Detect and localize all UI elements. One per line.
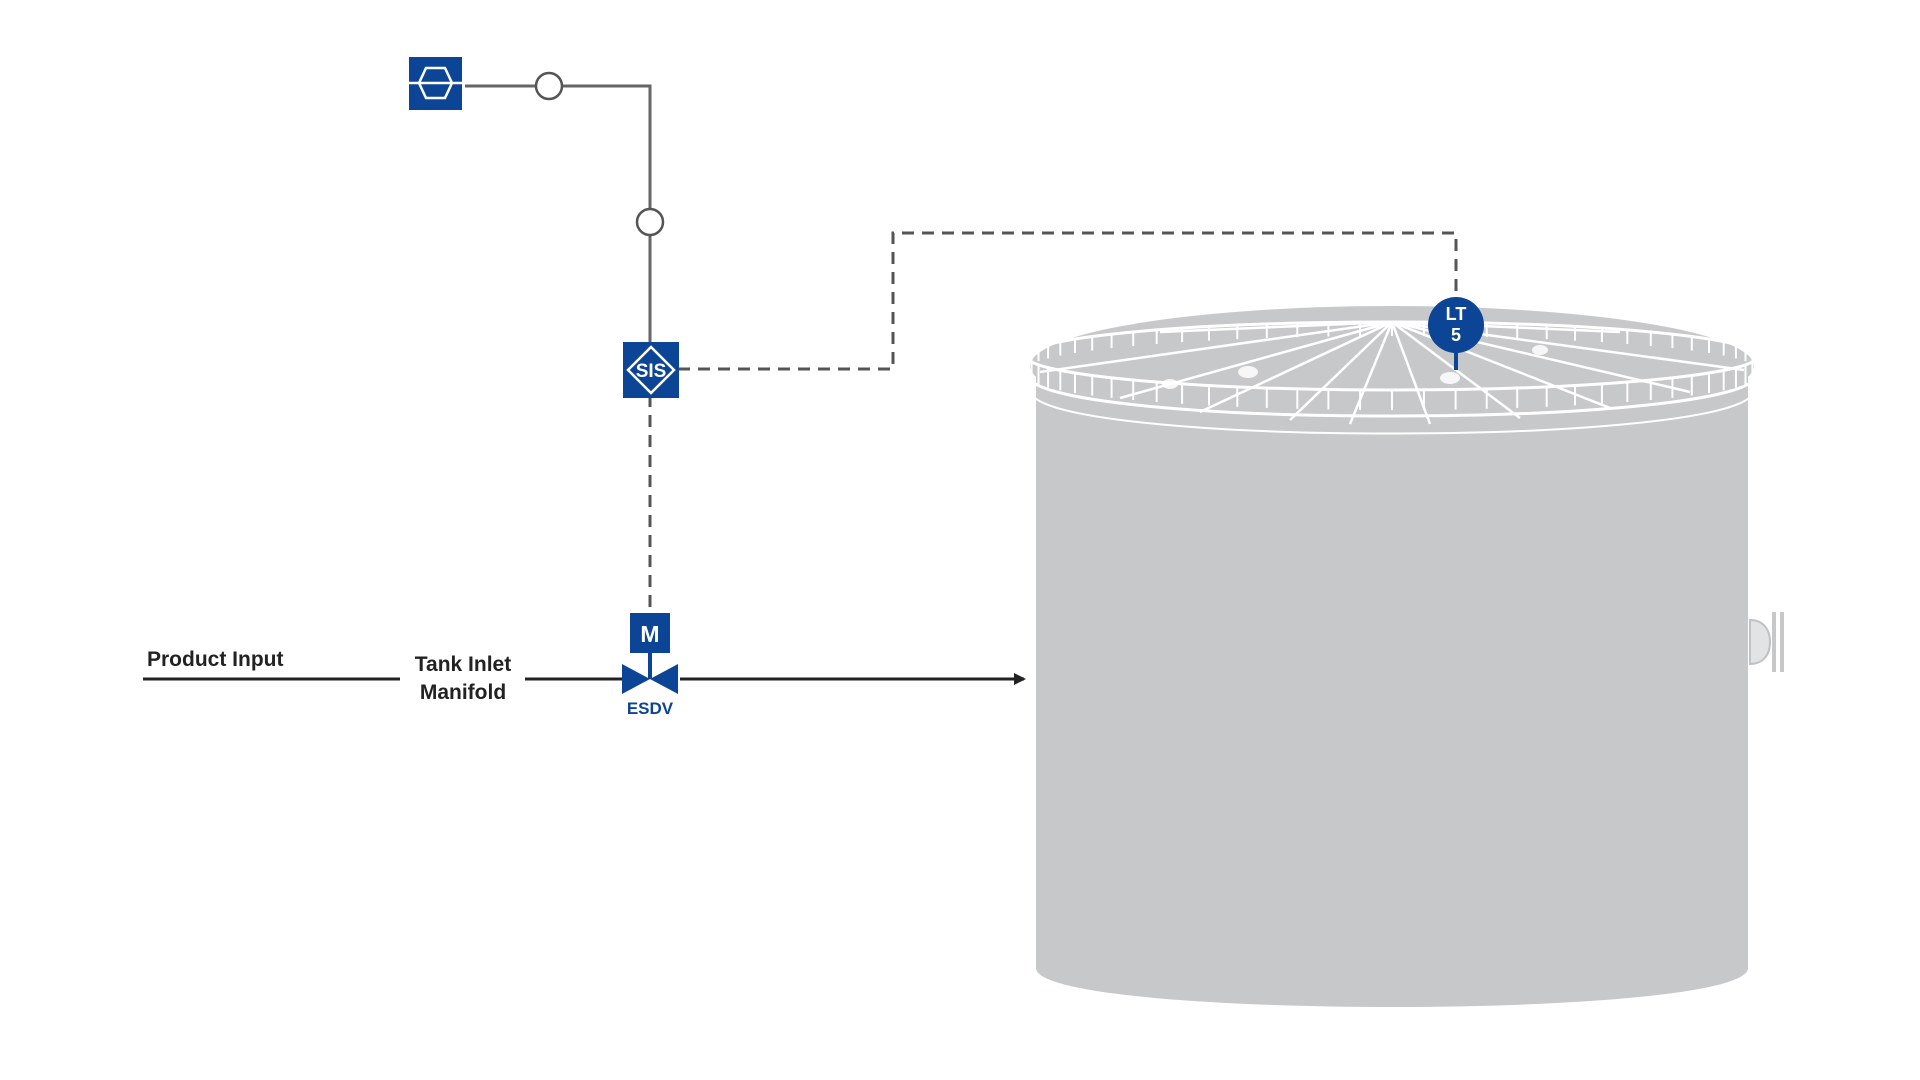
product-input-label: Product Input [147, 648, 283, 671]
handrail-lower [1025, 373, 1759, 418]
tank-roof [1030, 306, 1754, 426]
sis-label: SIS [636, 361, 667, 382]
level-transmitter: LT 5 [1428, 297, 1484, 370]
junction-circle-1 [534, 71, 564, 101]
junction-circle-2 [635, 207, 665, 237]
handrail-base [1029, 389, 1755, 435]
motor-actuator [630, 613, 670, 653]
esdv-valve: M [622, 613, 678, 694]
esdv-label: ESDV [627, 699, 674, 718]
lt-tag-line1: LT [1446, 304, 1467, 324]
side-nozzle [1749, 612, 1784, 672]
tank-body [1036, 362, 1748, 1007]
storage-tank [1024, 306, 1784, 1007]
dashed-signal-sis-to-lt [678, 231, 1458, 371]
motor-label: M [640, 621, 659, 647]
sis-block: SIS [623, 342, 679, 398]
lt-tag-line2: 5 [1451, 325, 1461, 345]
operator-station-icon [409, 57, 462, 110]
signal-line-upper [465, 84, 652, 370]
handrail-posts [1025, 322, 1759, 410]
manifold-label-line1: Tank Inlet [415, 653, 511, 676]
manifold-label-line2: Manifold [420, 681, 506, 704]
